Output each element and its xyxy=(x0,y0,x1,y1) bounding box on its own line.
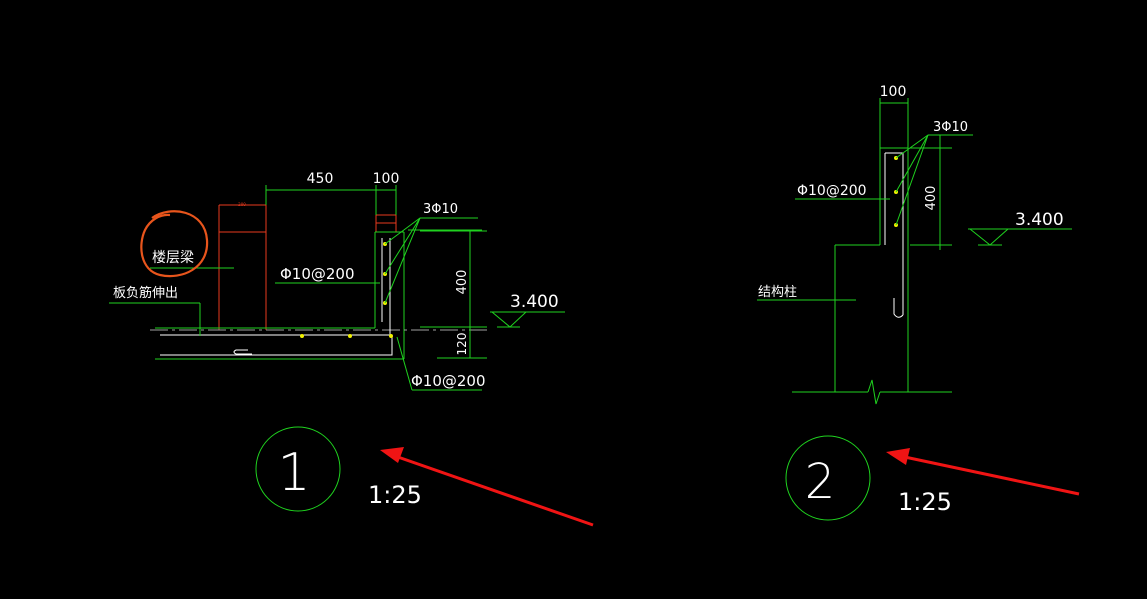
bottom-rebar-label-1: Φ10@200 xyxy=(411,372,486,390)
rebar-lines xyxy=(160,238,393,356)
column-label: 结构柱 xyxy=(758,285,797,300)
leader-lines-2 xyxy=(757,134,973,301)
red-arrow-2 xyxy=(886,448,1080,496)
elevation-label-2: 3.400 xyxy=(1015,210,1064,230)
rebar-top-label-1: 3Φ10 xyxy=(423,202,458,217)
dimension-120: 120 xyxy=(455,333,469,356)
column-outline xyxy=(792,147,952,405)
annotation-circle xyxy=(140,210,209,278)
stirrup-label-1: Φ10@200 xyxy=(280,265,355,283)
detail-1: 200 xyxy=(109,171,565,512)
rebar-dots xyxy=(300,242,393,338)
elevation-symbol-1 xyxy=(490,311,565,328)
dimension-100: 100 xyxy=(373,171,400,187)
detail-2-number: 2 xyxy=(805,454,836,510)
detail-2: 100 400 3Φ10 Φ10@200 结构柱 3.400 2 1:25 xyxy=(757,84,1072,521)
detail-2-circle xyxy=(785,435,871,521)
leader-lines-1 xyxy=(109,217,482,391)
dimension-lines-2 xyxy=(879,98,952,250)
detail-1-circle xyxy=(255,426,341,512)
dimension-450: 450 xyxy=(307,171,334,187)
slab-outline xyxy=(155,231,405,360)
stirrup-label-2: Φ10@200 xyxy=(797,183,867,199)
dimension-400: 400 xyxy=(455,270,470,295)
elevation-label-1: 3.400 xyxy=(510,292,559,312)
dimension-lines-1 xyxy=(265,185,487,359)
beam-small-dim: 200 xyxy=(238,202,246,207)
detail-1-scale: 1:25 xyxy=(368,481,422,509)
dimension-400-2: 400 xyxy=(924,186,939,211)
column-rebar xyxy=(884,152,904,318)
dimension-100-2: 100 xyxy=(880,84,907,100)
red-arrow-1 xyxy=(380,447,594,527)
beam-label: 楼层梁 xyxy=(152,250,194,266)
elevation-symbol-2 xyxy=(968,228,1072,246)
rebar-top-label-2: 3Φ10 xyxy=(933,120,968,135)
detail-1-number: 1 xyxy=(277,443,310,503)
annotation-arrows xyxy=(380,447,1080,527)
slab-rebar-label: 板负筋伸出 xyxy=(113,285,178,301)
detail-2-scale: 1:25 xyxy=(898,488,952,516)
